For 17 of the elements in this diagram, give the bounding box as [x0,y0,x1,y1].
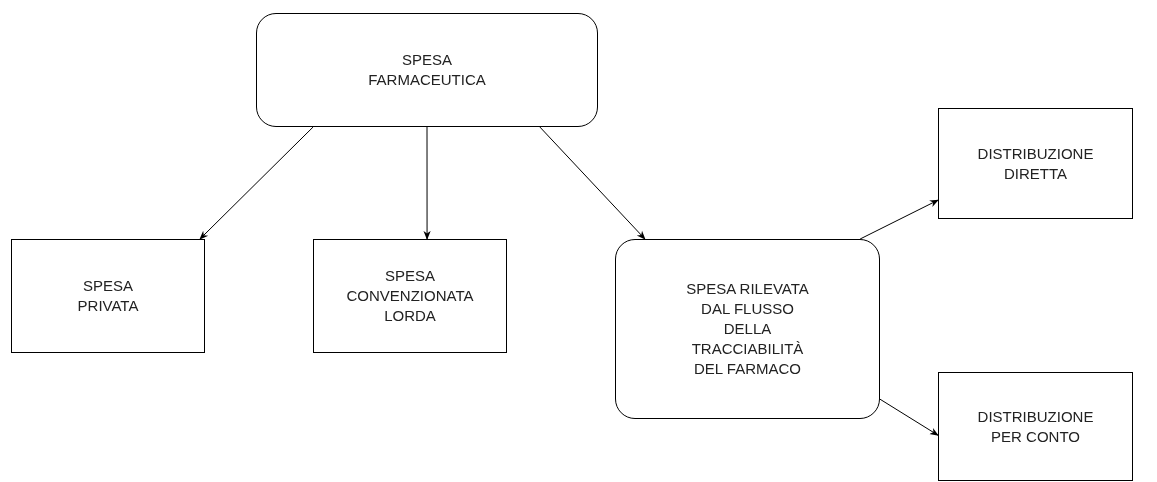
box-label: SPESA RILEVATA DAL FLUSSO DELLA TRACCIABILITÀ DEL FARMACO [685,279,810,379]
arrow [423,126,431,240]
process-box [938,108,1133,219]
box-label: SPESA CONVENZIONATA LORDA [345,266,475,326]
box-label: DISTRIBUZIONE PER CONTO [976,406,1095,447]
arrow [539,126,646,240]
process-box [313,239,507,353]
process-box [11,239,205,353]
box-label: SPESA FARMACEUTICA [367,50,487,90]
arrow [199,126,314,240]
rounded-box [256,13,598,127]
box-label: DISTRIBUZIONE DIRETTA [976,143,1095,184]
arrow [859,199,939,240]
rounded-box [615,239,880,419]
box-label: SPESA PRIVATA [76,276,140,316]
arrow [879,398,939,436]
process-box [938,372,1133,481]
